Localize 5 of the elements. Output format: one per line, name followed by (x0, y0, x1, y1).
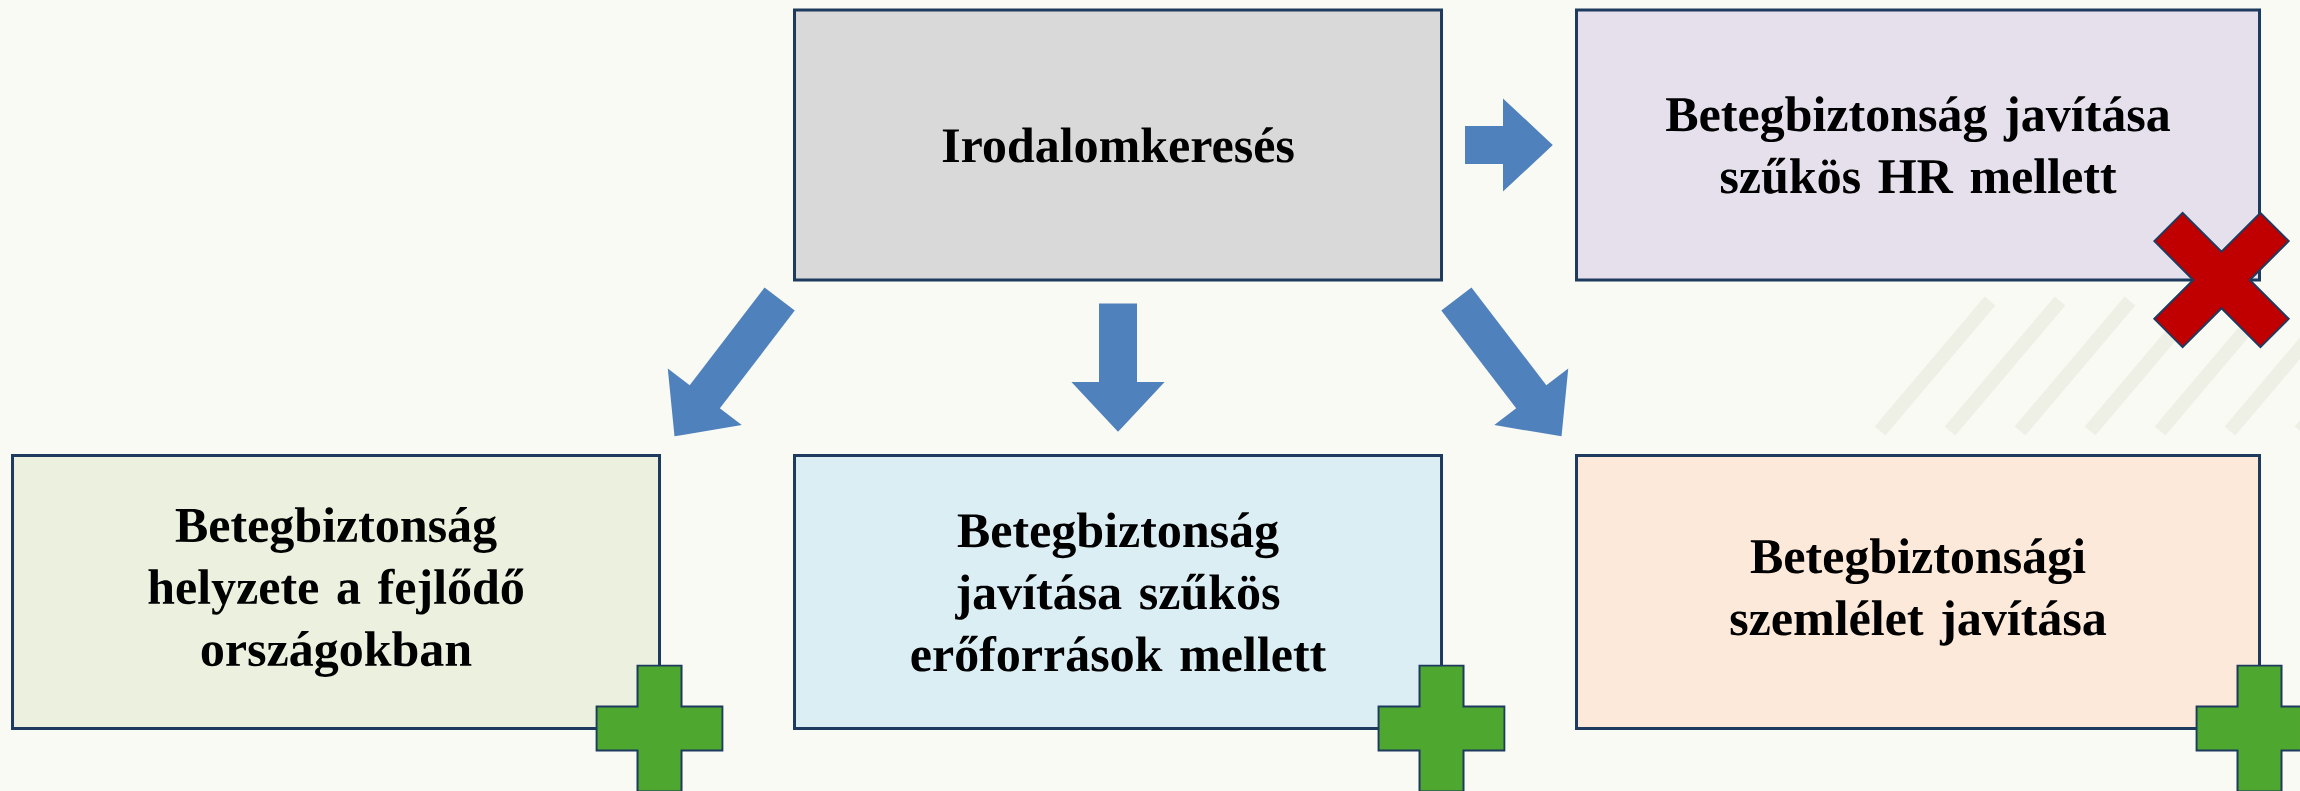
text-box: Irodalomkeresés (793, 8, 1443, 282)
text-box: Betegbiztonság helyzete a fejlődő országokban (11, 454, 661, 730)
text-box: Betegbiztonsági szemlélet javítása (1575, 454, 2261, 730)
text-box: Betegbiztonság javítása szűkös HR mellett (1575, 8, 2261, 282)
text-box: Betegbiztonság javítása szűkös erőforrások mellett (793, 454, 1443, 730)
